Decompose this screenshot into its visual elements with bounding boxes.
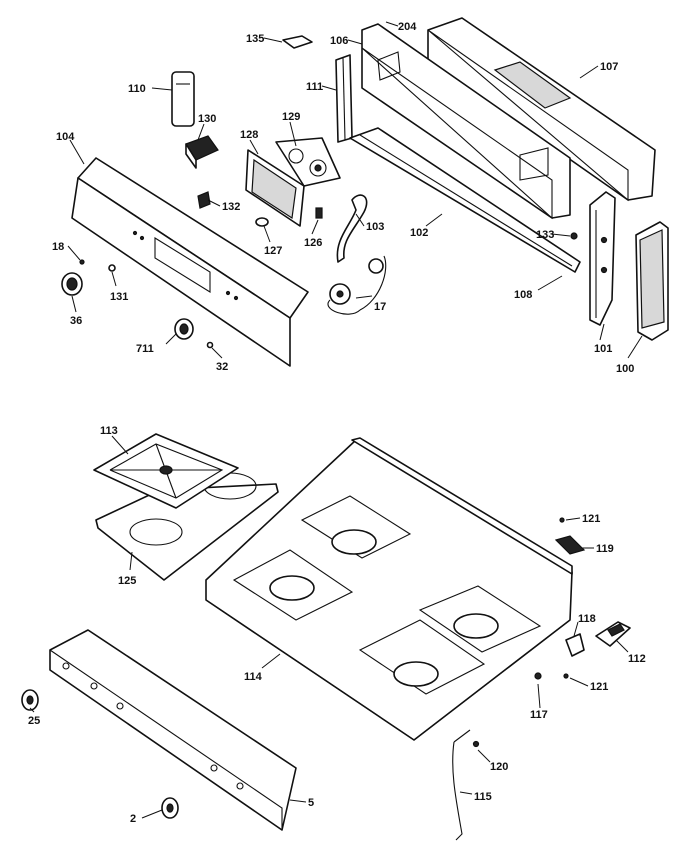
part-18-screw [79, 259, 85, 265]
part-5-manifold-panel [49, 629, 297, 831]
callout-108: 108 [514, 289, 532, 301]
callout-120: 120 [490, 761, 508, 773]
part-127-pin [255, 217, 269, 227]
part-121-screw-lower [563, 673, 569, 679]
part-129-timer [275, 137, 341, 187]
callout-111: 111 [306, 81, 323, 93]
callout-112: 112 [628, 653, 646, 665]
callout-36: 36 [70, 315, 82, 327]
callout-117: 117 [530, 709, 548, 721]
part-135-clip [282, 35, 313, 49]
part-115-rod [452, 729, 471, 841]
callout-103: 103 [366, 221, 384, 233]
part-36-knob [61, 272, 83, 296]
callout-113: 113 [100, 425, 118, 437]
part-132-knob-small [197, 191, 211, 209]
callout-127: 127 [264, 245, 282, 257]
callout-711: 711 [136, 343, 154, 355]
callout-132: 132 [222, 201, 240, 213]
callout-130: 130 [198, 113, 216, 125]
part-131-screw [108, 264, 116, 272]
callout-107: 107 [600, 61, 618, 73]
part-121-screw-upper [559, 517, 565, 523]
callout-125: 125 [118, 575, 136, 587]
part-17-ignitor [327, 255, 387, 315]
part-130-relay [185, 135, 219, 169]
part-126-screw [315, 207, 323, 219]
part-128-board [245, 149, 305, 227]
part-104-control-panel [71, 157, 309, 367]
callout-numbers: 204 135 106 107 110 111 130 128 129 104 … [28, 21, 646, 825]
callout-121a: 121 [582, 513, 600, 525]
callout-115: 115 [474, 791, 492, 803]
part-107-backsplash [427, 17, 656, 202]
part-120-screw [472, 740, 480, 748]
callout-119: 119 [596, 543, 614, 555]
part-106-upper-housing [361, 23, 571, 220]
callout-2: 2 [130, 813, 136, 825]
callout-101: 101 [594, 343, 612, 355]
callout-104: 104 [56, 131, 75, 143]
callout-114: 114 [244, 671, 263, 683]
part-2-knob [161, 797, 179, 819]
part-110-switch [171, 71, 195, 127]
callout-102: 102 [410, 227, 428, 239]
part-711-knob [174, 318, 194, 340]
part-133-screw [570, 232, 578, 240]
callout-17: 17 [374, 301, 386, 313]
callout-32: 32 [216, 361, 228, 373]
callout-18: 18 [52, 241, 64, 253]
part-114-cooktop [205, 437, 573, 741]
part-119-bracket [554, 535, 586, 555]
callout-129: 129 [282, 111, 300, 123]
callout-110: 110 [128, 83, 146, 95]
callout-5: 5 [308, 797, 314, 809]
callout-204: 204 [398, 21, 417, 33]
part-32-screw [206, 341, 214, 349]
part-125-drip-pans [95, 472, 279, 581]
callout-135: 135 [246, 33, 264, 45]
part-102-trim [349, 127, 581, 273]
part-101-side-bracket [589, 191, 616, 326]
part-117-screw [534, 672, 542, 680]
callout-126: 126 [304, 237, 322, 249]
part-112-hinge [595, 621, 631, 647]
callout-106: 106 [330, 35, 348, 47]
part-111-left-bracket [335, 54, 353, 143]
callout-121b: 121 [590, 681, 608, 693]
leader-lines [29, 21, 643, 819]
callout-25: 25 [28, 715, 40, 727]
part-103-harness [336, 194, 368, 263]
part-113-grate [93, 433, 239, 509]
part-118-clip [565, 633, 585, 657]
callout-128a: 128 [240, 129, 258, 141]
callout-131: 131 [110, 291, 128, 303]
callout-100: 100 [616, 363, 634, 375]
callout-133: 133 [536, 229, 554, 241]
part-25-knob [21, 689, 39, 711]
part-100-side-panel [635, 221, 669, 341]
callout-118: 118 [578, 613, 596, 625]
